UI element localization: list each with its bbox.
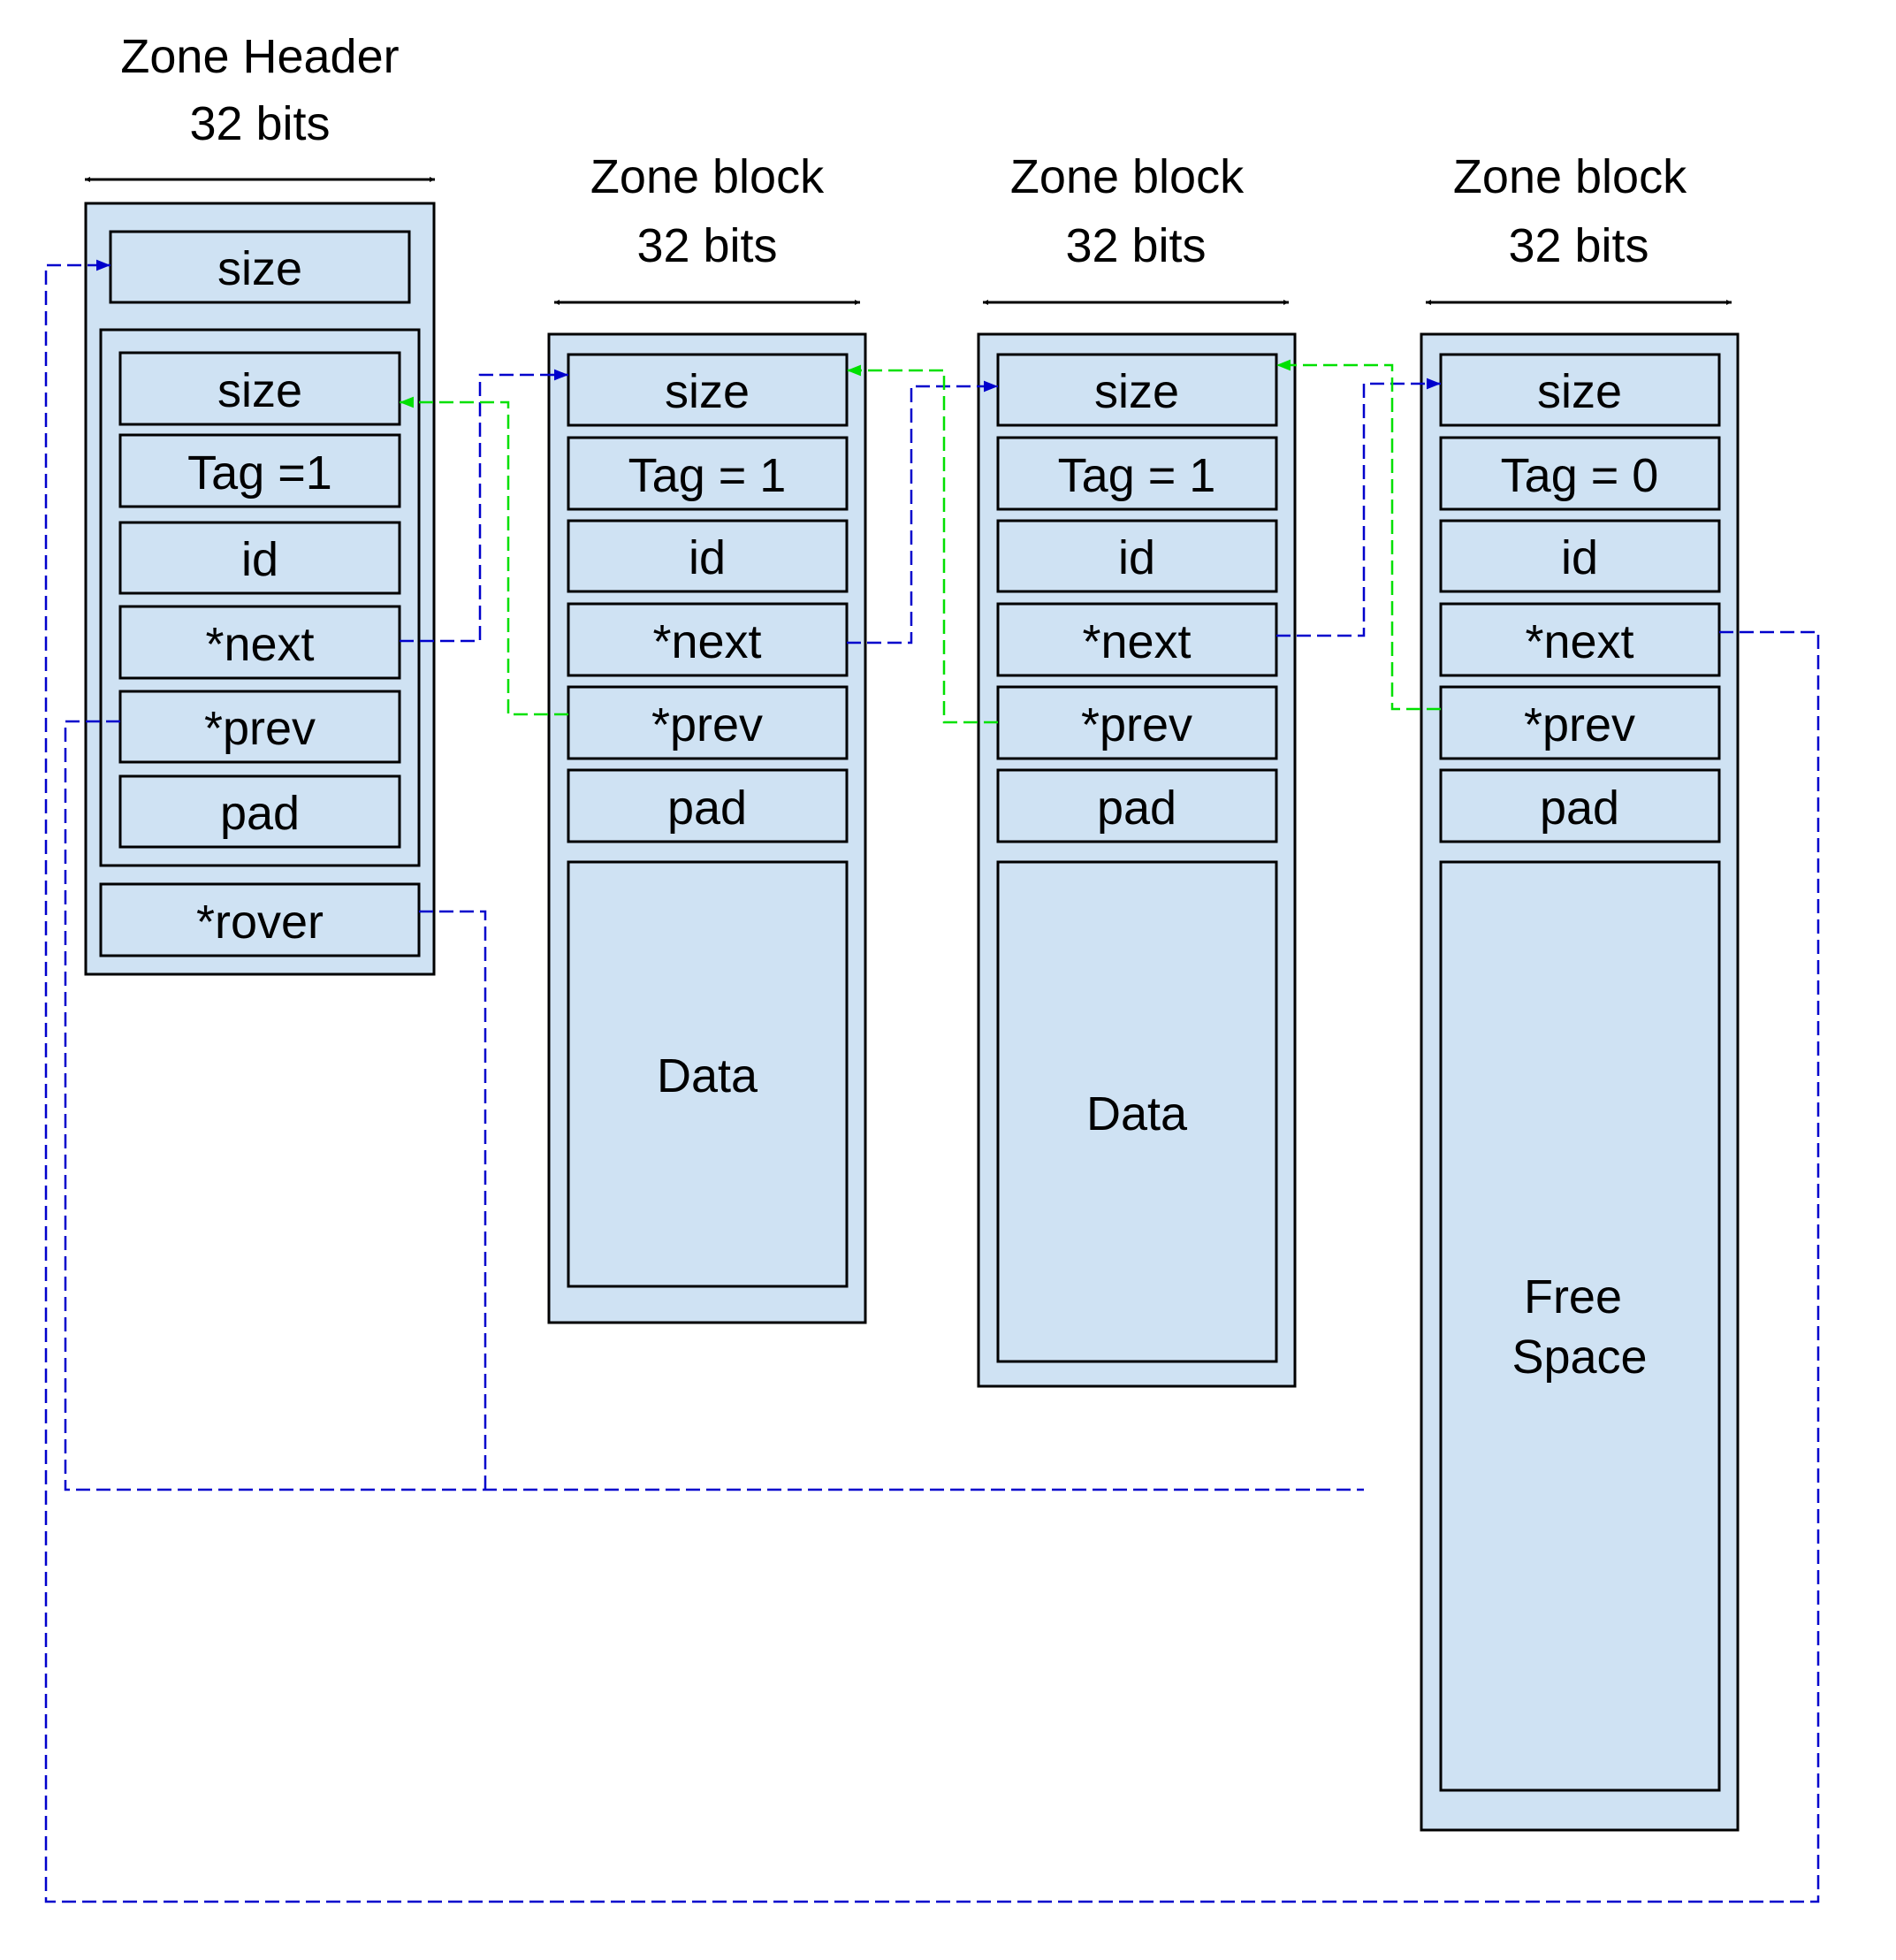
next-label: *next [1082, 615, 1191, 668]
size-label: size [1537, 365, 1622, 418]
prev-label: *prev [1081, 698, 1192, 751]
data-label: Data [1086, 1087, 1188, 1140]
next-cell [567, 602, 849, 677]
blocklist-sentinel: size Tag =1 id *next *prev pad [99, 328, 421, 867]
next-cell [118, 605, 401, 680]
header-width: 32 bits [1065, 219, 1206, 272]
next-label: *next [1525, 615, 1633, 668]
size-label: size [665, 365, 750, 418]
data-cell [996, 860, 1278, 1363]
pad-label: pad [1540, 782, 1619, 835]
zone-block-1: size Tag = 1 id *next *prev pad Data [547, 332, 867, 1324]
id-label: id [1118, 531, 1155, 584]
rover-cell [99, 882, 421, 957]
next-label: *next [652, 615, 761, 668]
id-label: id [241, 533, 278, 586]
next-pointer-block1-to-block2 [847, 380, 998, 644]
header-title: Zone block [1453, 150, 1687, 203]
prev-label: *prev [651, 698, 763, 751]
header-zone-block-2: Zone block 32 bits [983, 150, 1289, 305]
pad-label: pad [1097, 782, 1176, 835]
id-cell [118, 521, 401, 595]
zone-block-3: size Tag = 0 id *next *prev pad Free Spa… [1420, 332, 1740, 1832]
tag-cell [567, 436, 849, 511]
header-width: 32 bits [189, 97, 330, 150]
prev-cell [118, 690, 401, 764]
free-space-label: Free Space [1511, 1270, 1647, 1384]
zone-size-cell [109, 230, 411, 304]
size-label: size [1094, 365, 1179, 418]
header-title: Zone Header [120, 30, 399, 83]
id-label: id [1561, 531, 1598, 584]
size-cell [1439, 353, 1721, 427]
data-cell [567, 860, 849, 1288]
header-zone-block-1: Zone block 32 bits [554, 150, 860, 305]
pad-label: pad [667, 782, 747, 835]
size-label: size [217, 364, 302, 417]
zone-block-2: size Tag = 1 id *next *prev pad Data [977, 332, 1297, 1388]
header-zone-block-3: Zone block 32 bits [1426, 150, 1732, 305]
next-label: *next [205, 618, 314, 671]
prev-label: *prev [1524, 698, 1635, 751]
tag-cell [996, 436, 1278, 511]
prev-pointer-sentinel-to-block3 [64, 720, 1364, 1491]
zone-header: size size Tag =1 id *next *prev pad *rov… [84, 202, 436, 976]
next-cell [996, 602, 1278, 677]
next-pointer-block3-to-zone [44, 259, 1820, 1903]
pad-cell [118, 774, 401, 849]
pad-cell [996, 768, 1278, 843]
prev-cell [567, 685, 849, 760]
data-label: Data [657, 1049, 758, 1102]
pad-cell [1439, 768, 1721, 843]
tag-cell [118, 433, 401, 508]
size-cell [118, 351, 401, 426]
header-width: 32 bits [636, 219, 777, 272]
size-cell [996, 353, 1278, 427]
id-cell [1439, 519, 1721, 593]
pad-label: pad [220, 787, 300, 840]
header-title: Zone block [1010, 150, 1245, 203]
id-cell [996, 519, 1278, 593]
prev-label: *prev [204, 702, 316, 755]
id-label: id [689, 531, 726, 584]
pad-cell [567, 768, 849, 843]
size-cell [567, 353, 849, 427]
free-space-cell [1439, 860, 1721, 1792]
tag-label: Tag = 1 [628, 449, 787, 502]
next-cell [1439, 602, 1721, 677]
rover-label: *rover [196, 896, 324, 949]
header-zone-header: Zone Header 32 bits [85, 30, 435, 182]
prev-pointer-block2-to-block1 [847, 364, 998, 724]
tag-cell [1439, 436, 1721, 511]
prev-cell [996, 685, 1278, 760]
tag-label: Tag = 0 [1501, 449, 1659, 502]
header-width: 32 bits [1508, 219, 1649, 272]
next-pointer-sentinel-to-block1 [400, 369, 568, 643]
tag-label: Tag =1 [187, 446, 332, 500]
prev-pointer-block3-to-block2 [1276, 359, 1441, 711]
prev-pointer-block1-to-sentinel [400, 396, 568, 716]
header-title: Zone block [590, 150, 825, 203]
next-pointer-block2-to-block3 [1276, 378, 1441, 637]
id-cell [567, 519, 849, 593]
rover-pointer [419, 910, 487, 1490]
zone-size-label: size [217, 242, 302, 295]
prev-cell [1439, 685, 1721, 760]
tag-label: Tag = 1 [1058, 449, 1216, 502]
